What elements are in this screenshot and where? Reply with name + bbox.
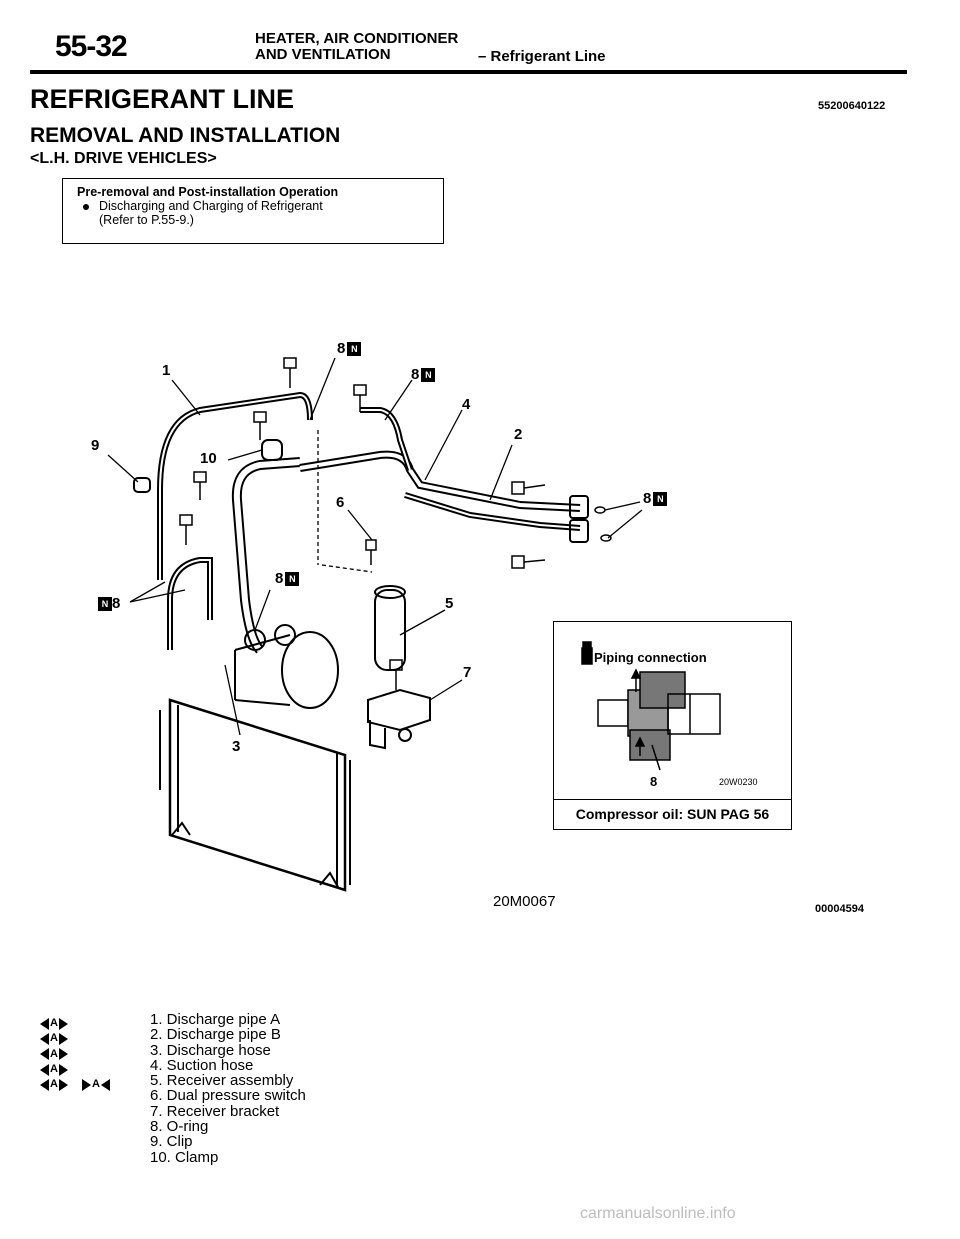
page-number: 55-32 (55, 30, 128, 63)
n-badge-icon: N (347, 342, 362, 357)
inset-title: Piping connection (594, 650, 707, 665)
n-badge-icon: N (285, 572, 300, 587)
watermark: carmanualsonline.info (580, 1205, 736, 1222)
arrow-left-icon (40, 1063, 49, 1076)
n-badge-icon: N (653, 492, 668, 507)
discharge-pipe-b (404, 492, 589, 543)
legend-item: 4. Suction hose (150, 1056, 254, 1074)
operation-box-ref: (Refer to P.55-9.) (99, 213, 194, 227)
service-mark-row: A (40, 1062, 110, 1077)
operation-box-item: Discharging and Charging of Refrigerant (77, 199, 443, 213)
page-subtitle: REMOVAL AND INSTALLATION (30, 124, 341, 147)
legend-item: 8. O-ring (150, 1118, 209, 1136)
legend-item: 7. Receiver bracket (150, 1102, 280, 1120)
doc-code: 55200640122 (818, 100, 886, 112)
arrow-left-icon (40, 1032, 49, 1045)
arrow-right-icon (58, 1032, 68, 1045)
legend-item: 1. Discharge pipe A (150, 1011, 281, 1028)
legend-item: 5. Receiver assembly (150, 1072, 294, 1090)
service-mark-row: A (40, 1047, 110, 1062)
arrow-right-icon (58, 1078, 68, 1091)
section-title-line2: AND VENTILATION (255, 46, 391, 63)
legend-item: 6. Dual pressure switch (150, 1087, 306, 1105)
service-mark-row: A (40, 1016, 110, 1031)
figure-code: 20M0067 (493, 893, 556, 910)
inset-part-label: 8 (650, 774, 658, 789)
callout-7: 7 (463, 664, 472, 681)
callout-5: 5 (445, 595, 454, 612)
arrow-left-icon (40, 1078, 49, 1091)
subsection-title: – Refrigerant Line (478, 48, 606, 65)
page-title: REFRIGERANT LINE (30, 84, 295, 114)
arrow-right-icon (58, 1048, 68, 1061)
receiver-assembly (374, 585, 406, 671)
condenser (159, 698, 351, 892)
callout-9: 9 (91, 437, 100, 454)
leader-lines (107, 357, 643, 736)
legend-item: 2. Discharge pipe B (150, 1026, 281, 1044)
bolts (179, 357, 546, 690)
discharge-hose (231, 457, 301, 654)
arrow-right-icon (58, 1017, 68, 1030)
callout-2: 2 (514, 426, 523, 443)
bullet-icon (83, 203, 89, 210)
arrow-right-icon (58, 1063, 68, 1076)
n-badge-icon: N (421, 368, 436, 383)
legend-item: 3. Discharge hose (150, 1041, 271, 1059)
header-rule (30, 70, 907, 74)
suction-hose (299, 407, 581, 512)
receiver-bracket (367, 688, 431, 750)
callout-1: 1 (162, 362, 171, 379)
arrow-left-icon (40, 1017, 49, 1030)
arrow-left-icon (40, 1048, 49, 1061)
callout-3: 3 (232, 738, 241, 755)
inset-code: 20W0230 (719, 777, 758, 787)
callout-10: 10 (200, 450, 217, 467)
service-mark-row: A (40, 1031, 110, 1046)
operation-box-title: Pre-removal and Post-installation Operat… (77, 185, 339, 199)
legend-item: 10. Clamp (150, 1148, 219, 1166)
vehicle-variant: <L.H. DRIVE VEHICLES> (30, 150, 217, 167)
callout-4: 4 (462, 396, 471, 413)
callout-6: 6 (336, 494, 345, 511)
n-badge-icon: N (98, 597, 112, 612)
piping-connection-inset: Piping connection 8 20W0230 Compressor o… (553, 621, 792, 830)
piping-connection-illustration (581, 641, 721, 771)
arrow-left-icon (100, 1078, 110, 1091)
operation-box: Pre-removal and Post-installation Operat… (62, 178, 444, 244)
section-title-line1: HEATER, AIR CONDITIONER (255, 30, 459, 47)
inset-footer: Compressor oil: SUN PAG 56 (554, 799, 791, 829)
document-number: 00004594 (815, 903, 864, 915)
legend-item: 9. Clip (150, 1133, 193, 1151)
clamp (261, 439, 283, 461)
clip (133, 477, 151, 493)
parts-legend: 1. Discharge pipe A 2. Discharge pipe B … (150, 1012, 306, 1165)
arrow-right-icon (81, 1078, 91, 1091)
o-rings (594, 506, 612, 542)
